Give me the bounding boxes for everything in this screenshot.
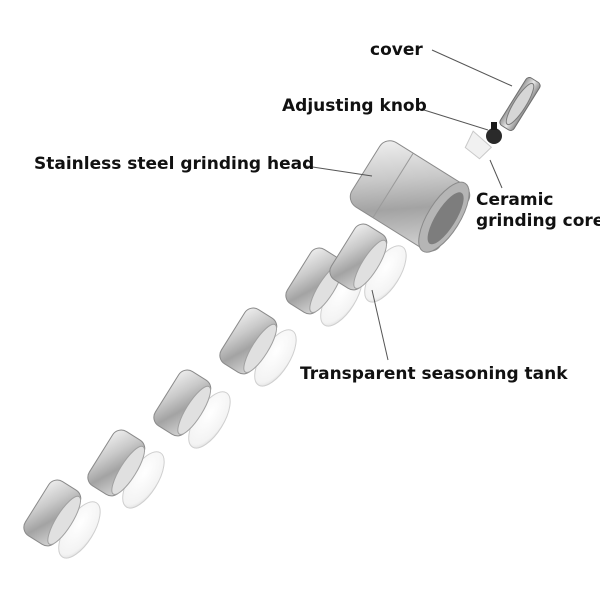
ceramic-core-shape: [464, 130, 493, 160]
cover: [499, 77, 541, 131]
jar-2: [87, 429, 165, 509]
leader-lines: [305, 49, 513, 361]
grinding-head-seam: [372, 152, 414, 218]
leader-cover: [431, 49, 513, 87]
jar-1: [23, 479, 101, 559]
ceramic-core: [464, 130, 493, 160]
adjusting-knob-body: [486, 128, 502, 144]
label-ceramic-core: Ceramic grinding core: [476, 190, 600, 233]
grinding-head: [349, 140, 471, 253]
jar-steel-ring: [329, 223, 388, 291]
jar-steel-ring: [87, 429, 146, 497]
label-adjusting-knob: Adjusting knob: [282, 96, 427, 116]
jar-3: [153, 369, 231, 449]
label-ceramic-core-line1: Ceramic: [476, 190, 554, 210]
leader-head: [305, 165, 373, 177]
label-grinding-head: Stainless steel grinding head: [34, 154, 315, 174]
leader-tank: [371, 289, 389, 361]
grinding-head-opening: [427, 192, 464, 245]
leader-knob: [423, 109, 489, 131]
label-ceramic-core-line2: grinding core: [476, 211, 600, 232]
adjusting-knob-stem: [491, 122, 497, 130]
jar-group: [23, 223, 407, 559]
label-seasoning-tank: Transparent seasoning tank: [300, 364, 568, 384]
adjusting-knob: [486, 122, 502, 144]
leader-core: [489, 159, 503, 189]
jar-6: [329, 223, 407, 303]
jar-4: [219, 307, 297, 387]
cover-face: [505, 82, 535, 126]
label-cover: cover: [370, 40, 423, 60]
jar-ring-inner: [47, 495, 81, 545]
